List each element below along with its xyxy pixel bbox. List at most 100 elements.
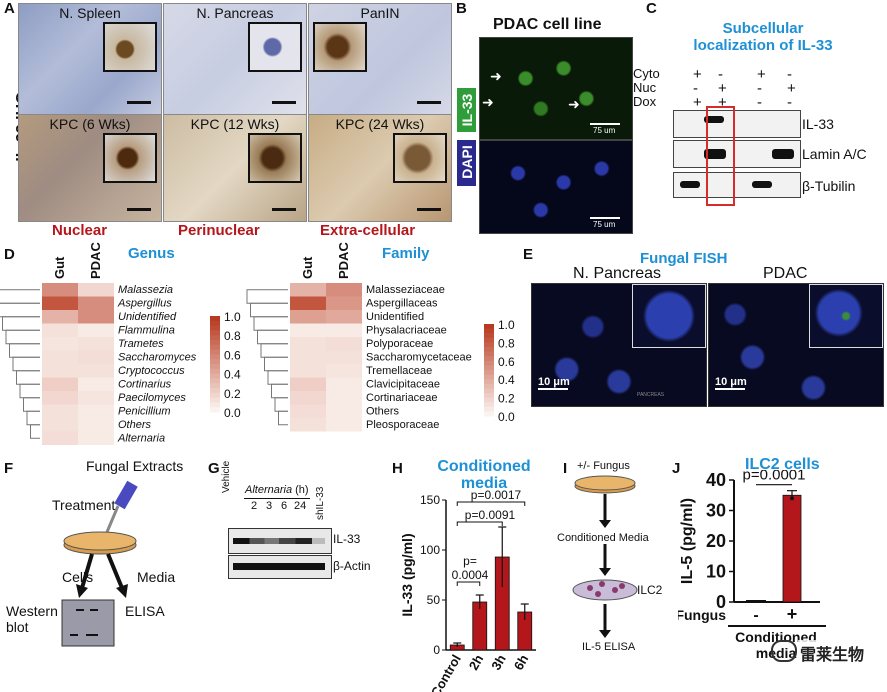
scale-step <box>210 335 220 341</box>
scale-label: 10 μm <box>715 376 747 388</box>
arrow-cells <box>80 553 94 589</box>
panel-letter-d: D <box>4 246 15 263</box>
scale-tick: 0.0 <box>498 410 515 424</box>
scale-step <box>210 373 220 379</box>
heat-cell <box>42 310 78 324</box>
wechat-icon <box>771 640 797 662</box>
fish-inset <box>809 284 883 348</box>
arrow-icon: ➜ <box>490 68 502 84</box>
scale-step <box>484 342 494 348</box>
fish-watermark: PANCREAS <box>637 392 665 398</box>
heat-cell <box>78 391 114 405</box>
heat-cell <box>42 283 78 297</box>
blot-tubulin <box>673 172 801 198</box>
western-blot-label: Western blot <box>6 603 58 635</box>
scale-step <box>210 354 220 360</box>
ihc-caption: N. Pancreas <box>196 5 274 21</box>
scale-step <box>210 316 220 322</box>
sign-mark: + <box>693 94 702 111</box>
fish-label-pdac: PDAC <box>763 265 808 282</box>
scale-step <box>484 411 494 417</box>
heat-cell <box>326 350 362 364</box>
band-label-il33-g: IL-33 <box>333 532 361 546</box>
row-label: Cryptococcus <box>118 365 185 377</box>
ihc-inset <box>248 133 302 183</box>
heat-cell <box>326 310 362 324</box>
scale-step <box>484 383 494 389</box>
row-label: Malassezia <box>118 284 173 296</box>
dendrogram-branch <box>19 383 40 399</box>
band <box>233 563 325 570</box>
scale-step <box>484 397 494 403</box>
ihc-inset <box>248 22 302 72</box>
fungal-extracts-label: Fungal Extracts <box>86 458 184 474</box>
scale-bar <box>590 217 620 219</box>
scale-tick: 0.2 <box>224 387 241 401</box>
conditioned-media-label-i: Conditioned Media <box>557 532 649 544</box>
scale-step <box>210 368 220 375</box>
sign-mark: + <box>693 66 702 83</box>
scale-step <box>484 328 494 334</box>
heat-cell <box>78 323 114 337</box>
sign-mark: - <box>787 94 792 111</box>
heat-cell <box>290 377 326 391</box>
y-tick-label: 20 <box>706 531 726 551</box>
heat-cell <box>42 391 78 405</box>
ihc-inset <box>313 22 367 72</box>
heat-cell <box>42 337 78 351</box>
row-label: Saccharomycetaceae <box>366 352 472 364</box>
alternaria-label: Alternaria (h) <box>245 484 309 496</box>
y-tick-label: 150 <box>420 493 440 507</box>
heat-cell <box>290 296 326 310</box>
panel-letter-g: G <box>208 460 220 477</box>
dapi-fluorescence-image: 75 um <box>479 140 633 234</box>
ihc-image-kpc-24wks: KPC (24 Wks) <box>308 114 452 222</box>
dendrogram-branch <box>278 410 288 426</box>
band <box>233 538 325 544</box>
y-tick-label: 40 <box>706 470 726 490</box>
dendrogram-branch <box>271 383 288 399</box>
workflow-i <box>572 475 638 638</box>
heat-cell <box>78 364 114 378</box>
fish-label-normal: N. Pancreas <box>573 265 662 282</box>
scale-tick: 0.6 <box>498 355 515 369</box>
h-title-line2: media <box>460 475 508 492</box>
heatmap-title: Family <box>382 245 430 262</box>
band <box>704 149 726 159</box>
heat-cell <box>42 418 78 432</box>
row-label: Cortinarius <box>118 379 172 391</box>
band-label-tubulin: β-Tubilin <box>802 178 856 194</box>
scale-step <box>210 320 220 327</box>
row-label: Saccharomyces <box>118 352 197 364</box>
bar <box>472 601 488 651</box>
heat-cell <box>290 364 326 378</box>
scale-step <box>210 402 220 408</box>
y-axis-label: IL-5 (pg/ml) <box>679 498 696 584</box>
il33-stain-tab: IL-33 <box>457 88 476 132</box>
ihc-inset <box>393 133 447 183</box>
scale-bar <box>715 388 745 390</box>
scale-step <box>210 383 220 389</box>
dendrogram-branch <box>257 329 288 345</box>
dendrogram-branch <box>0 289 40 304</box>
heat-cell <box>42 296 78 310</box>
scale-bar <box>417 101 441 104</box>
subcellular-title: Subcellular localization of IL-33 <box>678 20 848 54</box>
col-label-pdac: PDAC <box>88 242 103 279</box>
sign-mark: + <box>718 94 727 111</box>
p-value-label: 0.0004 <box>452 568 489 582</box>
dendrogram-branch <box>253 316 288 331</box>
scale-tick: 0.2 <box>498 392 515 406</box>
heat-cell <box>78 283 114 297</box>
scale-step <box>484 388 494 394</box>
scale-tick: 0.6 <box>224 348 241 362</box>
heat-cell <box>78 296 114 310</box>
ihc-image-spleen: N. Spleen <box>18 3 162 115</box>
scale-label: 75 um <box>593 126 616 135</box>
western-label-line1: Western <box>6 603 58 619</box>
ihc-image-panin: PanIN <box>308 3 452 115</box>
scale-step <box>484 365 494 371</box>
h-title: Conditioned media <box>414 458 554 492</box>
dendrogram-branch <box>12 356 40 372</box>
